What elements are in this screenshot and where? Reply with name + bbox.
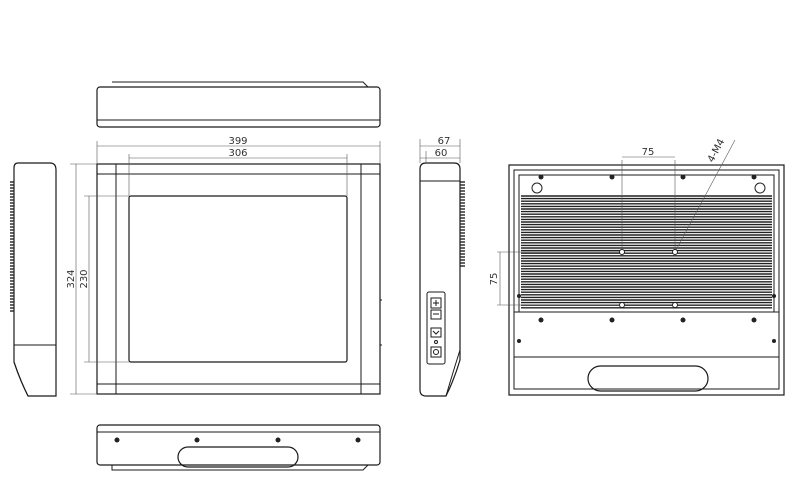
mounting-hole [609,317,615,323]
left-side-view [10,162,57,397]
mounting-holes [517,174,776,343]
dim-vesa-horizontal: 75 [642,147,655,158]
back-handle [587,365,709,392]
mounting-hole [609,174,615,180]
usb-port-icon [430,327,442,338]
dim-side-depth-inner: 60 [435,148,448,159]
right-side-view: 67 60 [419,136,465,397]
dim-screen-height: 230 [79,269,90,288]
bottom-view [96,424,381,471]
dim-vesa-vertical: 75 [489,273,500,286]
dim-front-height: 324 [66,269,77,288]
mounting-hole [751,317,757,323]
bottom-handle [177,446,299,468]
dim-side-depth: 67 [438,136,451,147]
mounting-hole [772,339,776,343]
mounting-hole [772,294,776,298]
io-panel [426,291,446,365]
heatsink-fins-right [460,181,465,267]
mounting-hole [680,174,686,180]
front-view: 399 306 324 230 [66,136,382,395]
led-indicator-icon [434,340,438,344]
mounting-hole [538,174,544,180]
mounting-hole [517,339,521,343]
back-view: 75 75 4-M4 [489,137,785,396]
dim-front-width: 399 [228,136,247,147]
mounting-hole [538,317,544,323]
power-jack-icon [430,346,442,358]
top-view [96,81,381,128]
heatsink-fins-left [10,181,14,312]
mounting-hole [680,317,686,323]
heatsink-fins-back [521,195,772,309]
io-port-icon [430,309,442,320]
dim-screen-width: 306 [228,148,247,159]
display-screen [128,195,348,363]
io-port-icon [430,297,442,309]
mounting-hole [751,174,757,180]
mounting-hole [517,294,521,298]
